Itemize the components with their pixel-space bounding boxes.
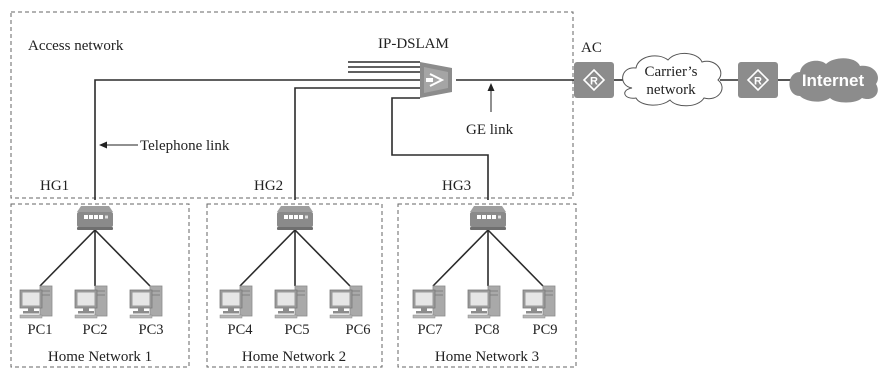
ge-link-arrow: [487, 83, 495, 112]
pc-label: PC3: [139, 322, 164, 338]
pc-icon: [219, 285, 253, 319]
hg-label: HG2: [254, 178, 283, 194]
pc-icon: [467, 285, 501, 319]
pc-icon: [19, 285, 53, 319]
telephone-link-hg3: [391, 97, 489, 200]
carrier-network-label-line1: Carrier’s: [644, 64, 697, 80]
pc-label: PC8: [475, 322, 500, 338]
home-network-label: Home Network 2: [242, 349, 346, 365]
ac-label: AC: [581, 40, 602, 56]
carrier-network-label-line2: network: [646, 82, 696, 98]
hg-label: HG3: [442, 178, 471, 194]
pc-label: PC4: [228, 322, 254, 338]
home-gateway-icon: [470, 206, 506, 230]
access-network-boundary: [10, 11, 574, 199]
pc-icon: [274, 285, 308, 319]
home-gateway-icon: [277, 206, 313, 230]
carrier-router-icon: [737, 61, 779, 99]
pc-label: PC9: [533, 322, 558, 338]
home-network-2-boundary: [206, 203, 383, 368]
home-gateway-1: HG1 PC1 PC2 PC3 Home Network 1: [19, 178, 164, 365]
telephone-link-hg1: [94, 79, 420, 200]
ge-link-label: GE link: [466, 122, 514, 138]
internet-cloud-icon: [789, 58, 879, 103]
pc-icon: [329, 285, 363, 319]
hg-label: HG1: [40, 178, 69, 194]
pc-icon: [522, 285, 556, 319]
home-gateway-icon: [77, 206, 113, 230]
home-network-3-boundary: [397, 203, 577, 368]
dslam-icon: [420, 62, 452, 98]
home-network-label: Home Network 3: [435, 349, 539, 365]
pc-label: PC2: [83, 322, 108, 338]
pc-icon: [412, 285, 446, 319]
home-gateway-3: HG3 PC7 PC8 PC9 Home Network 3: [412, 178, 558, 365]
ip-dslam-label: IP-DSLAM: [378, 36, 449, 52]
cloud-icon: [622, 53, 723, 107]
telephone-link-hg2: [294, 87, 420, 200]
hg1-to-pc3-link: [94, 229, 151, 287]
access-network-label: Access network: [28, 38, 124, 54]
telephone-link-label: Telephone link: [140, 138, 230, 154]
telephone-link-arrow: [99, 141, 138, 149]
hg3-to-pc9-link: [487, 229, 544, 287]
pc-label: PC5: [285, 322, 310, 338]
pc-label: PC6: [346, 322, 371, 338]
ac-router-icon: [573, 61, 615, 99]
pc-icon: [129, 285, 163, 319]
hg2-to-pc4-link: [239, 229, 296, 287]
home-network-label: Home Network 1: [48, 349, 152, 365]
internet-label: Internet: [802, 71, 865, 90]
pc-label: PC1: [28, 322, 53, 338]
home-gateway-2: HG2 PC4 PC5 PC6 Home Network 2: [219, 178, 371, 365]
pc-label: PC7: [418, 322, 443, 338]
hg2-to-pc6-link: [294, 229, 351, 287]
hg3-to-pc7-link: [432, 229, 489, 287]
home-network-1-boundary: [10, 203, 190, 368]
pc-icon: [74, 285, 108, 319]
hg1-to-pc1-link: [39, 229, 96, 287]
